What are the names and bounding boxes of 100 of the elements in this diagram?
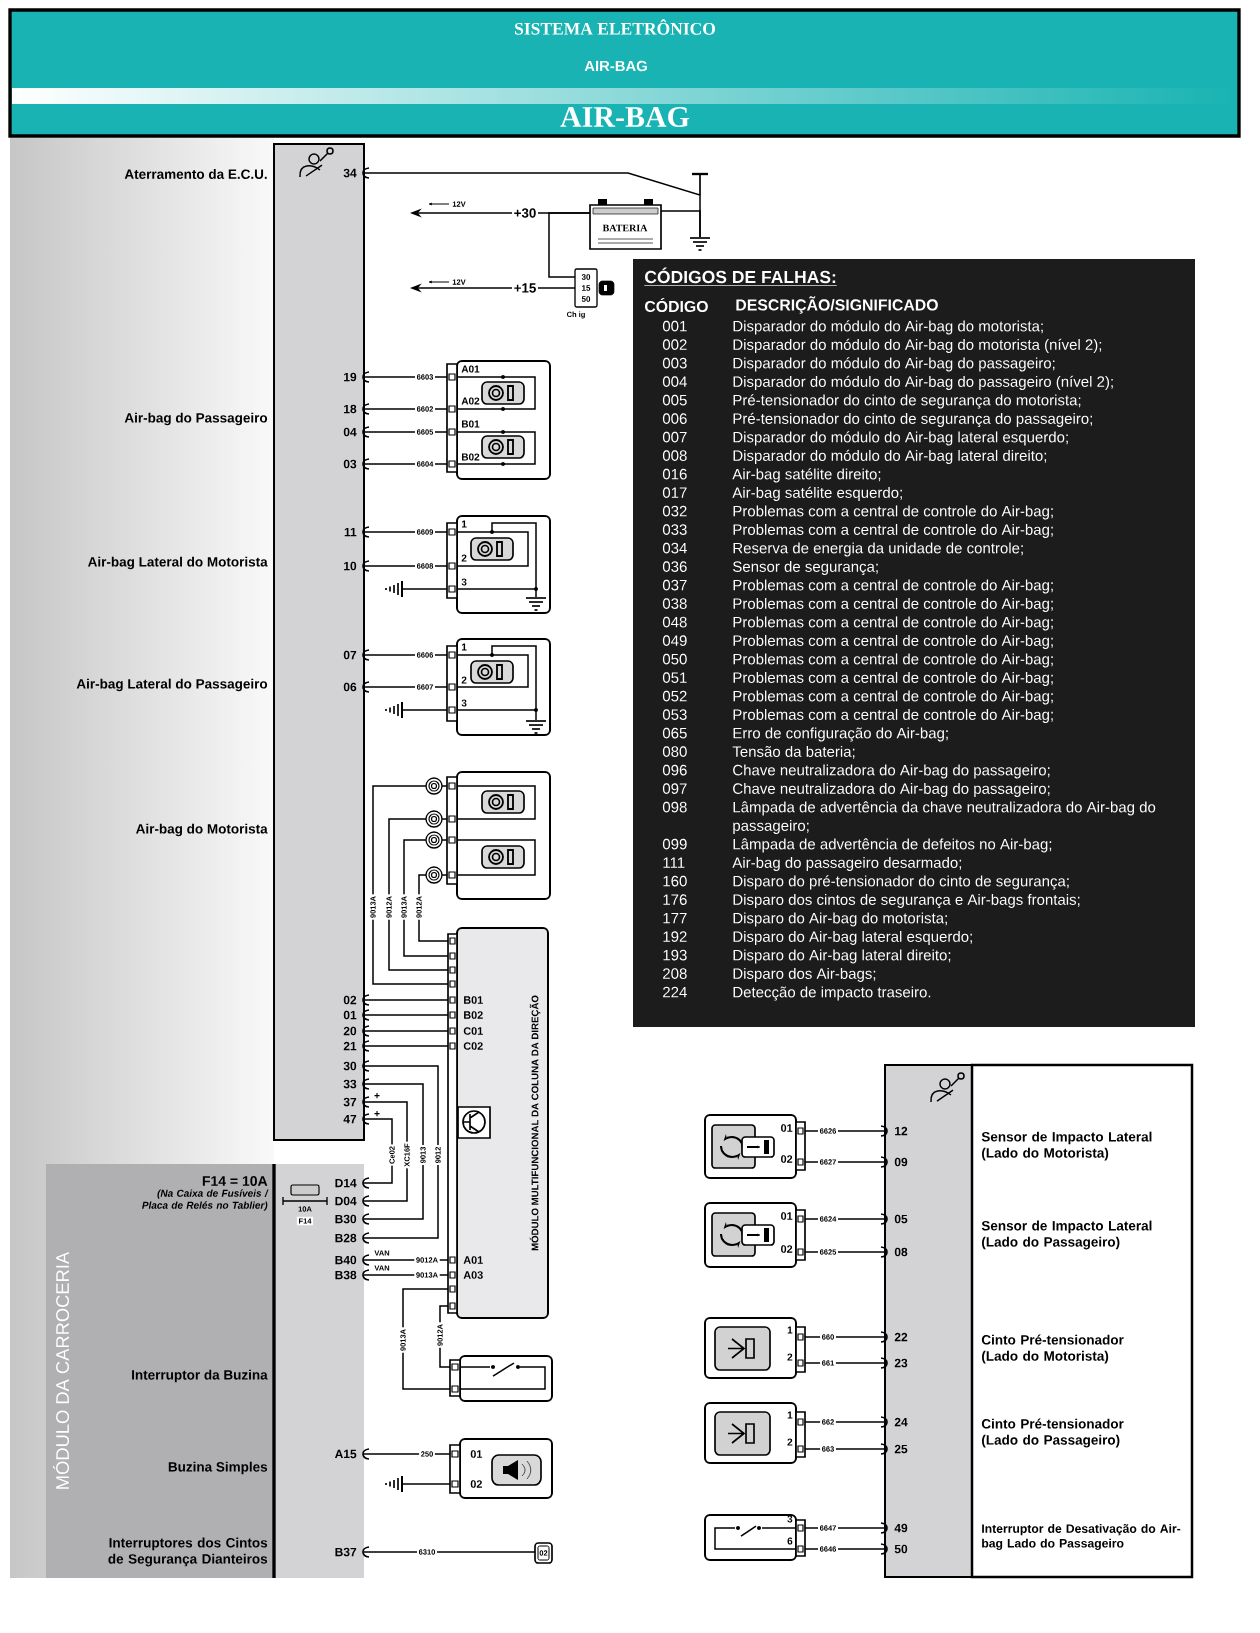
pin-label: 3 [461,578,467,586]
table-cell: 006 [662,413,687,424]
pin-label: D14 [335,1178,357,1188]
pin-label: D04 [335,1196,357,1206]
table-cell: Problemas com a central de controle do Air-bag; [733,597,1053,612]
pin-label: B37 [335,1547,357,1557]
wire [388,818,449,971]
wire [804,1362,886,1364]
pin-label: 49 [894,1523,908,1533]
table-cell: Disparo do pré-tensionador do cinto de segurança; [733,875,1069,890]
table-cell: 208 [663,968,687,979]
pin-label: 01 [343,1010,357,1020]
table-cell: 080 [662,746,687,757]
table-cell: 033 [662,524,687,535]
table-cell: Disparo do Air-bag do motorista; [733,912,947,927]
pin-label: 02 [781,1245,793,1253]
part-label: Aterramento da E.C.U. [124,169,267,179]
module-label: MÓDULO DA CARROCERIA [52,1251,70,1489]
pin-label: 01 [781,1212,793,1220]
pin-label: 06 [343,682,357,692]
pin-label: 08 [894,1247,908,1257]
part-label: Interruptor da Buzina [132,1369,268,1383]
table-cell: Problemas com a central de controle do Air-bag; [733,634,1053,649]
pin-label: 20 [343,1026,357,1036]
table-cell: Chave neutralizadora do Air-bag do passageiro; [733,782,1050,797]
column-header: CÓDIGO [645,297,708,313]
table-cell: Detecção de impacto traseiro. [733,986,931,1001]
part-label: Interruptores dos Cintos de Segurança Dianteiros [108,1537,268,1567]
wire [363,565,448,567]
table-cell: 049 [662,635,687,646]
table-cell: Problemas com a central de controle do Air-bag; [733,708,1053,723]
table-cell: Erro de configuração do Air-bag; [733,727,948,742]
wire-label: +15 [512,281,538,295]
pin-label: 2 [787,1438,793,1446]
table-cell: 016 [662,468,687,480]
pin-label: 30 [581,274,591,280]
table-cell: 050 [662,653,687,665]
table-cell: Disparo dos Air-bags; [733,967,876,982]
pin-label: 33 [343,1079,357,1089]
clock-spring-symbol [425,777,443,795]
ground-wire [385,1475,451,1493]
pin-label: A03 [463,1271,483,1279]
table-cell: 160 [663,875,687,887]
pin-label: 1 [787,1326,793,1334]
polarity-sign: + [374,1111,380,1117]
table-cell: 002 [662,339,687,350]
pin-label: B38 [335,1270,357,1280]
wire [372,785,449,985]
pin-label: 30 [343,1061,357,1071]
table-cell: 004 [662,376,687,387]
wire [363,999,449,1001]
title: AIR-BAG [560,106,690,128]
header-banner [8,8,1241,138]
wire [804,1448,886,1450]
table-title: CÓDIGOS DE FALHAS: [644,267,838,286]
table-cell: 008 [662,450,687,461]
pin-label: C01 [463,1027,483,1035]
title: AIR-BAG [584,60,647,72]
pin-label: 23 [894,1358,908,1368]
pin-label: 05 [894,1214,908,1224]
wire [363,1045,449,1047]
table-cell: 017 [662,487,687,498]
pin-label: 2 [461,676,467,684]
pin-label: 1 [787,1411,793,1419]
pin-label: 2 [461,554,467,562]
pin-label: 03 [343,459,357,469]
pin-label: B28 [335,1233,357,1243]
pin-label: B02 [464,1011,483,1019]
pin-label: 2 [787,1353,793,1361]
table-cell: Problemas com a central de controle do Air-bag; [733,671,1053,686]
pin-label: 3 [787,1515,793,1523]
pin-label: 21 [343,1041,357,1051]
pin-label: 15 [582,285,591,291]
ground-wire [385,580,448,598]
polarity-sign: + [374,1093,380,1099]
table-cell: 177 [663,912,687,924]
title: SISTEMA ELETRÔNICO [515,19,715,35]
table-cell: 038 [662,598,687,609]
wire [363,531,448,533]
pin-label: 24 [894,1417,908,1427]
pin-label: 07 [343,650,357,660]
module-label: MÓDULO MULTIFUNCIONAL DA COLUNA DA DIREÇÃO [529,995,541,1251]
table-cell: Disparo do Air-bag lateral esquerdo; [733,930,972,945]
part-label: Sensor de Impacto Lateral (Lado do Passageiro) [981,1220,1152,1250]
wire [441,839,448,841]
wire [804,1218,886,1220]
table-cell: 053 [662,709,687,720]
pin-label: 01 [470,1450,483,1458]
pin-label: 12 [895,1126,908,1136]
pin-label: 37 [343,1097,357,1107]
table-cell: Air-bag satélite esquerdo; [732,486,902,501]
wire [441,785,448,787]
table-cell: Disparador do módulo do Air-bag do motorista; [733,320,1043,335]
table-cell: 007 [662,431,687,443]
pin-label: 34 [343,168,357,178]
wire [804,1336,886,1338]
table-cell: Air-bag satélite direito; [732,468,881,483]
pin-label: B01 [462,420,480,428]
pin-label: 25 [894,1444,908,1454]
pin-label: A02 [461,397,480,405]
